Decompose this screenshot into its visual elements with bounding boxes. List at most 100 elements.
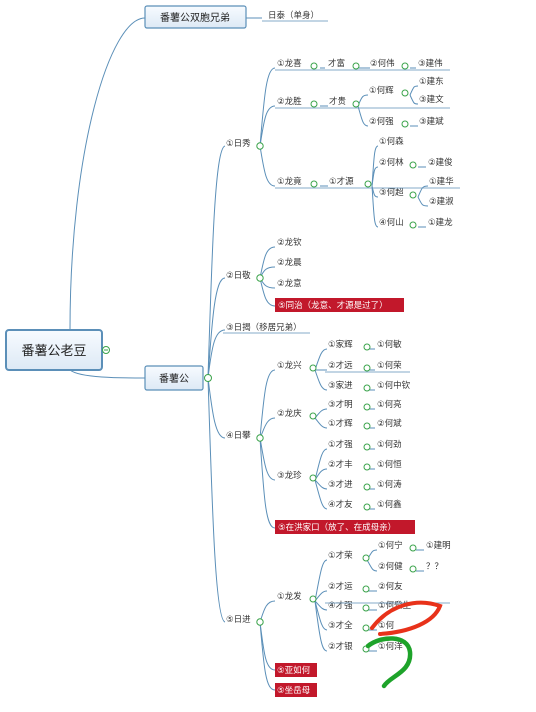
collapse-toggle-icon[interactable] [401, 120, 409, 128]
node-label[interactable]: ④才强 [328, 600, 353, 611]
collapse-toggle-icon[interactable] [409, 544, 417, 552]
node-label[interactable]: ②龙庆 [277, 408, 302, 419]
node-label[interactable]: ①才荣 [328, 550, 353, 561]
collapse-toggle-icon[interactable] [409, 221, 417, 229]
node-label[interactable]: ①何宁 [378, 540, 403, 551]
node-label[interactable]: ①龙发 [277, 591, 302, 602]
node-label[interactable]: ①龙喜 [277, 58, 302, 69]
node-label[interactable]: ①何恒 [377, 459, 402, 470]
collapse-toggle-icon[interactable] [204, 374, 212, 382]
node-label[interactable]: ①建龙 [428, 217, 453, 228]
node-label[interactable]: ③建文 [419, 94, 444, 105]
node-label[interactable]: ①日秀 [226, 138, 251, 149]
node-label[interactable]: ②才运 [328, 581, 353, 592]
note-text[interactable]: ⑤在洪家口（放了、在成母亲） [278, 522, 396, 533]
collapse-toggle-icon[interactable] [409, 191, 417, 199]
node-label[interactable]: ②才银 [328, 641, 353, 652]
node-label[interactable]: ①何劲 [377, 439, 402, 450]
node-label[interactable]: ①何荣 [377, 360, 402, 371]
node-label[interactable]: 才贵 [329, 96, 347, 107]
node-label[interactable]: ①才辉 [328, 418, 353, 429]
note-text[interactable]: ⑤同治（龙意、才源是过了） [278, 300, 388, 311]
collapse-toggle-icon[interactable] [310, 62, 318, 70]
root-node[interactable]: 番薯公老豆 [5, 329, 103, 371]
node-label[interactable]: ③建伟 [418, 58, 443, 69]
node-label[interactable]: ③何超 [379, 187, 404, 198]
collapse-toggle-icon[interactable] [362, 585, 370, 593]
node-label[interactable]: ②何友 [378, 581, 403, 592]
collapse-toggle-icon[interactable] [363, 403, 371, 411]
collapse-toggle-icon[interactable] [309, 364, 317, 372]
node-label[interactable]: ④何山 [379, 217, 404, 228]
collapse-toggle-icon[interactable] [409, 161, 417, 169]
node-label[interactable]: ②才远 [328, 360, 353, 371]
collapse-toggle-icon[interactable] [363, 384, 371, 392]
node-label[interactable]: ②何健 [378, 561, 403, 572]
collapse-toggle-icon[interactable] [256, 142, 264, 150]
node-label[interactable]: ①建明 [426, 540, 451, 551]
collapse-toggle-icon[interactable] [364, 180, 372, 188]
collapse-toggle-icon[interactable] [401, 62, 409, 70]
node-label[interactable]: ①何辉 [369, 85, 394, 96]
collapse-toggle-icon[interactable] [310, 100, 318, 108]
node-label[interactable]: ①何涛 [377, 479, 402, 490]
node-label[interactable]: ①何鑫 [377, 499, 402, 510]
node-label[interactable]: ④才友 [328, 499, 353, 510]
node-label[interactable]: ①建华 [429, 176, 454, 187]
collapse-toggle-icon[interactable] [363, 443, 371, 451]
node-label[interactable]: ③才明 [328, 399, 353, 410]
collapse-toggle-icon[interactable] [310, 180, 318, 188]
node-label[interactable]: ①龙竟 [277, 176, 302, 187]
note-text[interactable]: ⑤坐岳母 [277, 685, 310, 696]
node-label[interactable]: ①何登生 [378, 600, 412, 611]
collapse-toggle-icon[interactable] [363, 343, 371, 351]
node-label[interactable]: ③才进 [328, 479, 353, 490]
node-label[interactable]: ③才全 [328, 620, 353, 631]
node-label[interactable]: ①才强 [328, 439, 353, 450]
node-label[interactable]: ③建斌 [419, 116, 444, 127]
node-label[interactable]: ①何森 [379, 136, 404, 147]
node-label[interactable]: ③家进 [328, 380, 353, 391]
collapse-toggle-icon[interactable] [256, 274, 264, 282]
node-label[interactable]: ②何林 [379, 157, 404, 168]
node-label[interactable]: ①才源 [329, 176, 354, 187]
node-label[interactable]: ①何洋 [378, 641, 403, 652]
collapse-toggle-icon[interactable] [352, 100, 360, 108]
node-label[interactable]: ①建东 [419, 76, 444, 87]
collapse-toggle-icon[interactable] [401, 89, 409, 97]
node-label[interactable]: ②何斌 [377, 418, 402, 429]
node-label[interactable]: ？？ [426, 562, 443, 572]
collapse-toggle-icon[interactable] [362, 624, 370, 632]
collapse-toggle-icon[interactable] [362, 604, 370, 612]
main-node[interactable]: 番薯公 [144, 365, 204, 391]
node-label[interactable]: ①家辉 [328, 339, 353, 350]
node-label[interactable]: ①何中钦 [377, 380, 411, 391]
collapse-toggle-icon[interactable] [363, 503, 371, 511]
node-label[interactable]: ③日揭（移居兄弟） [226, 322, 302, 333]
node-label[interactable]: ②日敬 [226, 270, 251, 281]
collapse-toggle-icon[interactable] [256, 434, 264, 442]
node-label[interactable]: ②何强 [369, 116, 394, 127]
collapse-toggle-icon[interactable] [363, 463, 371, 471]
collapse-toggle-icon[interactable] [363, 422, 371, 430]
node-label[interactable]: ②建淑 [429, 196, 454, 207]
node-label[interactable]: ⑤日进 [226, 615, 251, 625]
collapse-toggle-icon[interactable] [256, 618, 264, 626]
node-label[interactable]: ②才丰 [328, 459, 353, 470]
node-label[interactable]: ②建俊 [428, 157, 453, 168]
node-label[interactable]: ①龙兴 [277, 360, 302, 371]
node-label[interactable]: ②何伟 [370, 58, 395, 69]
collapse-toggle-icon[interactable] [309, 412, 317, 420]
node-label[interactable]: ④日攀 [226, 430, 251, 441]
collapse-toggle-icon[interactable] [362, 554, 370, 562]
collapse-toggle-icon[interactable] [363, 364, 371, 372]
top-node[interactable]: 番薯公双胞兄弟 [144, 5, 247, 29]
node-label[interactable]: ②龙意 [277, 278, 302, 289]
node-label[interactable]: ①何敏 [377, 339, 402, 350]
collapse-toggle-icon[interactable] [309, 474, 317, 482]
node-label[interactable]: ③龙珍 [277, 470, 302, 481]
collapse-toggle-icon[interactable] [409, 565, 417, 573]
collapse-toggle-icon[interactable] [363, 483, 371, 491]
collapse-toggle-icon[interactable] [352, 62, 360, 70]
node-label[interactable]: ①何亮 [377, 399, 402, 410]
